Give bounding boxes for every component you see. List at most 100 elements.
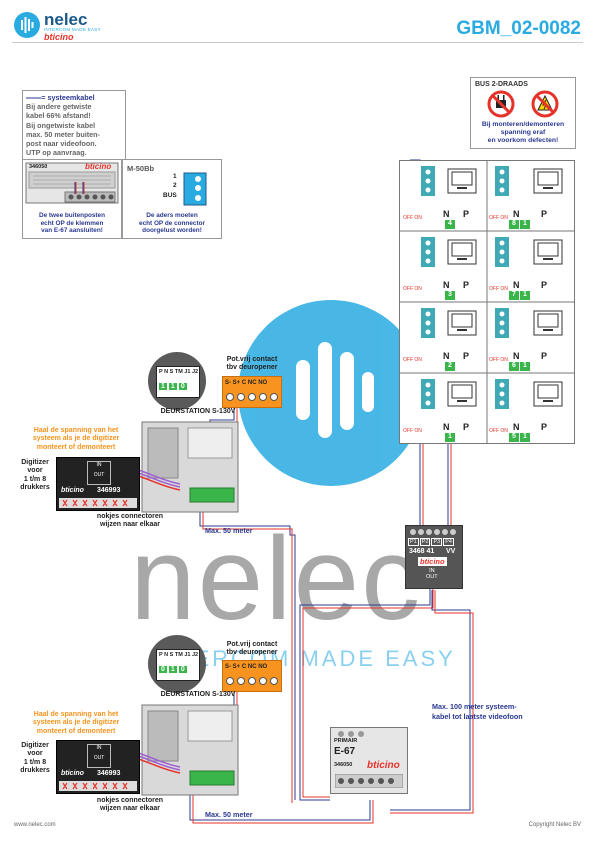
distributor-suffix: VV bbox=[446, 548, 456, 555]
digitizer-label-line: voor bbox=[27, 750, 43, 758]
p-label: P bbox=[541, 422, 548, 432]
warning-line: en voorkom defecten! bbox=[487, 137, 559, 144]
note-line: Bij ongetwiste kabel bbox=[26, 120, 96, 130]
e67-brand: bticino bbox=[367, 760, 400, 771]
m50bb-detail: M-50Bb 1 2 BUS De aders moeten echt OP d… bbox=[122, 159, 222, 239]
m50bb-title: M-50Bb bbox=[127, 164, 155, 173]
switch-label: OFF ON bbox=[403, 357, 422, 363]
no-plug-icon bbox=[487, 90, 515, 118]
address-digit: 5 bbox=[509, 433, 519, 442]
relay-terminal: S+ bbox=[232, 380, 241, 386]
switch-label: OFF ON bbox=[403, 428, 422, 434]
bus-terminal-block bbox=[495, 166, 509, 196]
relay-terminals: S- S+ C NC NO bbox=[225, 380, 267, 386]
switch-label: OFF ON bbox=[489, 215, 508, 221]
digitizer-code: 346993 bbox=[97, 770, 121, 777]
relay-terminal: S- bbox=[225, 664, 231, 670]
m50bb-terminal-1: 1 bbox=[173, 173, 177, 180]
relay-title-line: Pot.vrij contact bbox=[226, 356, 278, 363]
connector-note-line: wijzen naar elkaar bbox=[100, 805, 160, 813]
caption-line: doorgelust worden! bbox=[142, 227, 202, 235]
videophone-unit: OFF ON N P 8 1 bbox=[487, 160, 575, 231]
n-label: N bbox=[513, 351, 520, 361]
digitizer-label-line: drukkers bbox=[20, 767, 50, 775]
videophone-unit: OFF ON N P 7 1 bbox=[487, 231, 575, 302]
videophone-screen-icon bbox=[533, 310, 563, 336]
jumper-label: S bbox=[169, 369, 174, 375]
note-line: ═══= systeemkabel bbox=[26, 93, 95, 102]
bus-terminal-block bbox=[495, 237, 509, 267]
e67-primary-label: PRIMAIR bbox=[334, 738, 358, 744]
jumper-labels: P N S TM J1 J2 bbox=[159, 652, 198, 658]
p-label: P bbox=[463, 351, 470, 361]
station-1-connector-note: nokjes connectoren wijzen naar elkaar bbox=[70, 513, 190, 530]
brand-tagline: INTERCOM MADE EASY bbox=[44, 27, 101, 32]
digitizer-out-label: OUT bbox=[93, 755, 105, 761]
e67-caption: De twee buitenposten echt OP de klemmen … bbox=[23, 212, 121, 235]
voltage-line: Haal de spanning van het bbox=[33, 427, 119, 434]
station-1-body bbox=[140, 421, 239, 513]
distributor-io: IN OUT bbox=[426, 568, 438, 580]
relay-terminal: C bbox=[241, 664, 247, 670]
digitizer-label-line: voor bbox=[27, 467, 43, 475]
n-label: N bbox=[443, 351, 450, 361]
distance-100m-note: Max. 100 meter systeem- kabel tot laatst… bbox=[432, 702, 523, 721]
digitizer-io: IN OUT bbox=[87, 744, 111, 768]
distributor-screws bbox=[410, 529, 456, 535]
station-2-distance: Max. 50 meter bbox=[205, 810, 253, 819]
relay-terminal: C bbox=[241, 380, 247, 386]
relay-screw-row bbox=[226, 677, 278, 685]
address-digit: 0 bbox=[178, 666, 187, 673]
address-digit: 1 bbox=[159, 383, 167, 390]
station-2-digitizer: IN OUT bticino 346993 bbox=[56, 740, 140, 794]
station-1-address: 1 1 0 bbox=[159, 383, 187, 390]
header-divider bbox=[12, 42, 583, 43]
n-label: N bbox=[443, 209, 450, 219]
caption-line: De aders moeten bbox=[146, 212, 198, 219]
relay-terminal: NO bbox=[258, 664, 268, 670]
digitizer-code: 346993 bbox=[97, 487, 121, 494]
switch-label: OFF ON bbox=[489, 357, 508, 363]
distributor-port: P4 bbox=[443, 538, 454, 546]
distributor-module: P1 P2 P3 P4 3468 41 VV bticino IN OUT bbox=[405, 525, 463, 589]
station-1-voltage-note: Haal de spanning van het systeem als je … bbox=[16, 427, 136, 452]
digitizer-label-line: Digitizer bbox=[21, 742, 49, 749]
bus-terminal-block bbox=[421, 379, 435, 409]
caption-line: De twee buitenposten bbox=[38, 212, 106, 219]
jumper-label: J1 bbox=[184, 652, 191, 658]
no-electricity-icon bbox=[531, 90, 559, 118]
nelec-logo-icon bbox=[14, 12, 40, 38]
e67-terminal-detail: 346050 bticino De twee buitenposten echt… bbox=[22, 159, 122, 239]
p-label: P bbox=[541, 351, 548, 361]
station-2-relay-title: Pot.vrij contact tbv deuropener bbox=[222, 641, 282, 658]
station-1-jumper-panel: P N S TM J1 J2 1 1 0 bbox=[156, 366, 200, 398]
e67-module-illustration bbox=[25, 162, 119, 204]
distributor-port: P2 bbox=[419, 538, 431, 546]
relay-terminal: NO bbox=[258, 380, 268, 386]
station-1-digitizer: IN OUT bticino 346993 bbox=[56, 457, 140, 511]
warning-line: spanning eraf bbox=[500, 129, 546, 136]
n-label: N bbox=[513, 209, 520, 219]
caption-line: van E-67 aansluiten! bbox=[41, 227, 103, 235]
switch-label: OFF ON bbox=[489, 286, 508, 292]
station-2-body bbox=[140, 704, 239, 796]
relay-terminal: NC bbox=[247, 664, 257, 670]
distributor-port: P1 bbox=[408, 538, 419, 546]
footer-copyright: Copyright Nelec BV bbox=[528, 822, 581, 828]
connector-note-line: nokjes connectoren bbox=[96, 513, 164, 520]
switch-label: OFF ON bbox=[403, 215, 422, 221]
system-cable-note: ═══= systeemkabel Bij andere getwiste ka… bbox=[22, 90, 126, 161]
station-1-relay-module: S- S+ C NC NO bbox=[222, 376, 282, 408]
e67-code: 346050 bbox=[334, 762, 353, 768]
voltage-line: monteert of demonteert bbox=[36, 727, 116, 735]
relay-title-line: tbv deuropener bbox=[226, 364, 278, 372]
station-1-digitizer-label: Digitizer voor 1 t/m 8 drukkers bbox=[16, 459, 54, 493]
jumper-label: P bbox=[159, 369, 163, 375]
station-1-distance: Max. 50 meter bbox=[205, 526, 253, 535]
document-code: GBM_02-0082 bbox=[456, 18, 581, 39]
videophone-screen-icon bbox=[447, 168, 477, 194]
distance-line: kabel tot laatste videofoon bbox=[432, 711, 523, 721]
address-digit: 2 bbox=[445, 362, 455, 371]
p-label: P bbox=[463, 280, 470, 290]
address-digit: 1 bbox=[445, 433, 455, 442]
